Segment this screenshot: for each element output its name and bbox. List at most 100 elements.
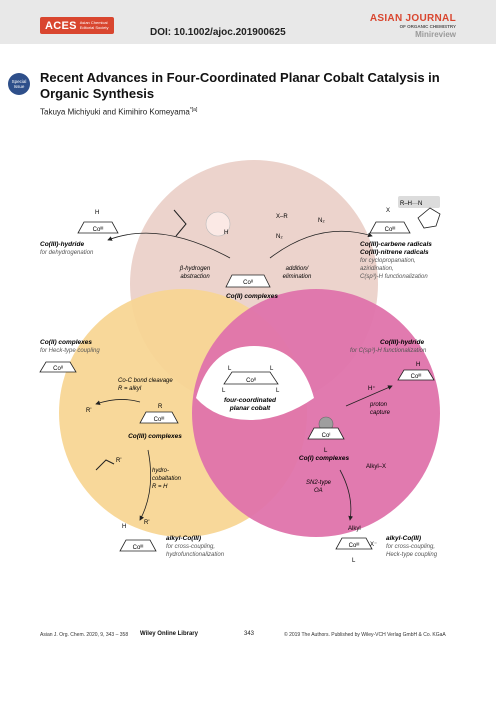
hydride-subtitle: for dehydrogenation [40, 250, 94, 256]
aces-logo-subtext: Asian Chemical Editorial Society [79, 20, 109, 30]
co-ii-symbol: Coᴵᴵ [243, 279, 253, 286]
co-iii-r: R [158, 404, 163, 410]
alkyl-title: alkyl-Co(III) [166, 535, 201, 542]
sn2-arrow [339, 469, 354, 521]
hydride-co-symbol: Coᴵᴵᴵ [93, 226, 104, 233]
central-co-symbol: Coᴵᴵ [246, 377, 256, 384]
alkyl-sub-1: for cross-coupling, [166, 544, 215, 550]
central-l1: L [228, 366, 232, 372]
journal-logo: ASIAN JOURNAL OF ORGANIC CHEMISTRY Minir… [370, 13, 456, 39]
journal-name: ASIAN JOURNAL [369, 13, 456, 24]
beta-h-label-2: abstraction [180, 274, 210, 280]
alkyl-co-symbol: Coᴵᴵᴵ [133, 544, 144, 551]
heck-co-symbol: Coᴵᴵ [53, 365, 63, 372]
co-ii-complexes-label: Co(II) complexes [226, 293, 278, 300]
center-label-1: four-coordinated [224, 397, 277, 404]
footer-copyright: © 2019 The Authors. Published by Wiley-V… [284, 632, 446, 638]
proton-arrow [345, 385, 393, 407]
add-elim-arrow [269, 230, 373, 259]
carbene-square [369, 221, 411, 234]
beta-h-label-1: β-hydrogen [179, 266, 211, 272]
alkyl-h: H [122, 524, 126, 530]
cleave-label-2: R = alkyl [118, 386, 142, 392]
alkyl-rprime: R' [144, 520, 149, 526]
alkyl-square [119, 539, 157, 552]
carbene-co-symbol: Coᴵᴵᴵ [385, 226, 396, 233]
alkyl2-co-symbol: Coᴵᴵᴵ [349, 542, 360, 549]
n2-sub-label: N₂ [276, 234, 283, 240]
central-l2: L [270, 366, 274, 372]
add-elim-label-2: elimination [283, 274, 312, 280]
aryl-ring [417, 207, 441, 229]
nitrene-title: Co(III)-nitrene radicals [360, 249, 429, 256]
alkyl2-alkyl: Alkyl [348, 526, 361, 532]
x-r-label: X–R [276, 214, 288, 220]
beta-h-arrow [107, 232, 231, 259]
hydrocob-label-3: R = H [152, 484, 168, 490]
radical-bubble [205, 211, 231, 237]
footer-page-number: 343 [244, 631, 255, 637]
author-mark: *[a] [189, 107, 198, 113]
hplus-label: H⁺ [368, 385, 376, 392]
hydrocob-label-2: cobaltation [152, 476, 182, 482]
footer-citation: Asian J. Org. Chem. 2020, 9, 343 – 358 [40, 632, 129, 638]
hydrocob-arrow [139, 449, 152, 521]
radical-h-label: H [224, 230, 228, 236]
hydride2-title: Co(III)-hydride [380, 339, 424, 346]
center-label-2: planar cobalt [229, 405, 271, 412]
heck-title: Co(II) complexes [40, 339, 92, 346]
co-i-symbol: Coᴵ [322, 432, 331, 439]
carbene-sub-1: for cyclopropanation, [360, 258, 416, 264]
hydride-title: Co(III)-hydride [40, 241, 84, 248]
sn2-label-1: SN2-type [306, 480, 332, 486]
sn2-label-2: OA [314, 488, 323, 494]
proton-label-1: proton [369, 402, 388, 408]
alkene-rprime: R' [116, 458, 121, 464]
hydrocob-label-1: hydro- [152, 468, 169, 474]
rhn-label: R–H···N [400, 201, 422, 207]
article-authors: Takuya Michiyuki and Kimihiro Komeyama*[… [40, 107, 197, 117]
add-elim-label-1: addition/ [286, 266, 310, 272]
hydride-square [77, 221, 119, 234]
co-i-l: L [324, 448, 328, 454]
alkyl2-title: alkyl-Co(III) [386, 535, 421, 542]
alkylx-label: Alkyl–X [366, 464, 386, 470]
special-issue-badge: Special Issue [8, 73, 30, 95]
cleave-rprime: R' [86, 408, 91, 414]
proton-label-2: capture [370, 410, 391, 416]
cleave-label-1: Co-C bond cleavage [118, 378, 173, 384]
article-type: Minireview [415, 30, 456, 39]
carbene-x: X [386, 208, 390, 214]
alkyl2-xminus: X⁻ [370, 542, 377, 548]
co-iii-square [139, 411, 179, 424]
hydride2-h: H [416, 362, 420, 368]
doi[interactable]: DOI: 10.1002/ajoc.201900625 [150, 27, 286, 38]
co-ii-square [225, 274, 271, 288]
central-l3: L [222, 388, 226, 394]
heck-square [39, 361, 77, 373]
heck-subtitle: for Heck-type coupling [40, 348, 100, 354]
footer-wiley-online-library[interactable]: Wiley Online Library [140, 631, 198, 637]
aces-logo-text: ACES [45, 19, 77, 32]
badge-line-2: Issue [13, 84, 25, 89]
hydride-h: H [95, 210, 99, 216]
alkyl2-sub-2: Heck-type coupling [386, 552, 438, 558]
central-l4: L [276, 388, 280, 394]
aces-logo: ACES Asian Chemical Editorial Society [40, 17, 114, 34]
carbene-sub-2: aziridination, [360, 266, 394, 272]
alkyl2-sub-1: for cross-coupling, [386, 544, 435, 550]
alkyl2-square [335, 537, 373, 550]
alkyl-sub-2: hydrofunctionalization [166, 552, 225, 558]
alkene-fragment [173, 209, 187, 237]
alkene-substrate [95, 459, 115, 471]
hydride2-subtitle: for C(sp³)-H functionalization [350, 348, 427, 354]
cleave-arrow [95, 399, 141, 406]
alkyl2-l: L [352, 558, 356, 564]
co-iii-complexes-label: Co(III) complexes [128, 433, 182, 440]
central-co-square: Coᴵᴵ L L L L [222, 366, 280, 394]
co-i-complexes-label: Co(I) complexes [299, 455, 350, 462]
carbene-sub-3: C(sp³)-H functionalization [360, 274, 428, 280]
hydride2-square [397, 369, 435, 381]
carbene-title: Co(III)-carbene radicals [360, 241, 432, 248]
rhn-box [398, 196, 440, 208]
